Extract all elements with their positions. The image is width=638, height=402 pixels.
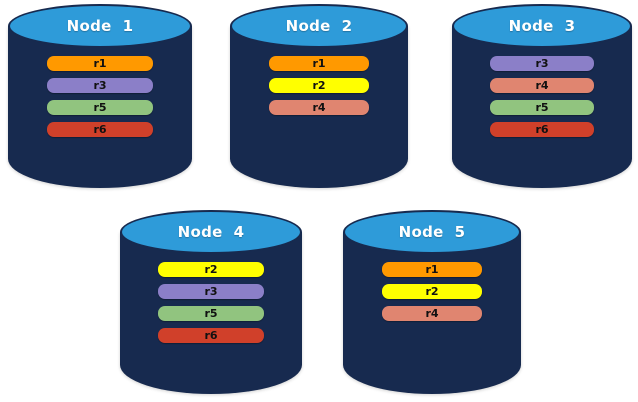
- database-node-4[interactable]: r2 r3 r5 r6 Node 4: [120, 210, 302, 394]
- node-title: Node 4: [177, 223, 245, 241]
- replica-list: r3 r4 r5 r6: [489, 56, 595, 137]
- cylinder-top-icon: Node 1: [8, 4, 192, 48]
- replica-label: r2: [312, 79, 326, 92]
- replica-list: r1 r3 r5 r6: [46, 56, 154, 137]
- replica-bar-r4[interactable]: r4: [269, 100, 369, 115]
- node-title: Node 1: [66, 17, 134, 35]
- replica-label: r1: [93, 57, 107, 70]
- replica-label: r6: [535, 123, 549, 136]
- cylinder-top-icon: Node 5: [343, 210, 521, 254]
- replica-bar-r2[interactable]: r2: [269, 78, 369, 93]
- replica-bar-r1[interactable]: r1: [382, 262, 482, 277]
- cylinder-top-icon: Node 3: [452, 4, 632, 48]
- replica-label: r2: [204, 263, 218, 276]
- database-node-2[interactable]: r1 r2 r4 Node 2: [230, 4, 408, 188]
- replica-label: r4: [425, 307, 439, 320]
- replica-list: r2 r3 r5 r6: [158, 262, 264, 343]
- replica-label: r4: [312, 101, 326, 114]
- cylinder-top-icon: Node 2: [230, 4, 408, 48]
- replica-label: r5: [535, 101, 549, 114]
- replica-bar-r3[interactable]: r3: [158, 284, 264, 299]
- replica-bar-r5[interactable]: r5: [489, 100, 595, 115]
- cylinder-top-icon: Node 4: [120, 210, 302, 254]
- replica-list: r1 r2 r4: [269, 56, 369, 115]
- replica-label: r1: [312, 57, 326, 70]
- replica-bar-r6[interactable]: r6: [158, 328, 264, 343]
- replica-label: r1: [425, 263, 439, 276]
- node-title: Node 2: [285, 17, 353, 35]
- replica-bar-r1[interactable]: r1: [269, 56, 369, 71]
- database-node-3[interactable]: r3 r4 r5 r6 Node 3: [452, 4, 632, 188]
- replica-bar-r2[interactable]: r2: [158, 262, 264, 277]
- replica-label: r3: [204, 285, 218, 298]
- replica-bar-r5[interactable]: r5: [158, 306, 264, 321]
- replica-bar-r6[interactable]: r6: [46, 122, 154, 137]
- replica-bar-r4[interactable]: r4: [489, 78, 595, 93]
- replica-label: r5: [93, 101, 107, 114]
- replica-label: r5: [204, 307, 218, 320]
- replica-list: r1 r2 r4: [382, 262, 482, 321]
- replica-label: r6: [204, 329, 218, 342]
- node-title: Node 5: [398, 223, 466, 241]
- database-node-1[interactable]: r1 r3 r5 r6 Node 1: [8, 4, 192, 188]
- replica-bar-r3[interactable]: r3: [46, 78, 154, 93]
- replica-bar-r3[interactable]: r3: [489, 56, 595, 71]
- replica-label: r3: [93, 79, 107, 92]
- replica-bar-r1[interactable]: r1: [46, 56, 154, 71]
- replica-bar-r4[interactable]: r4: [382, 306, 482, 321]
- replica-label: r4: [535, 79, 549, 92]
- replica-label: r6: [93, 123, 107, 136]
- database-node-5[interactable]: r1 r2 r4 Node 5: [343, 210, 521, 394]
- replica-label: r3: [535, 57, 549, 70]
- replica-label: r2: [425, 285, 439, 298]
- node-title: Node 3: [508, 17, 576, 35]
- replica-bar-r5[interactable]: r5: [46, 100, 154, 115]
- replica-bar-r2[interactable]: r2: [382, 284, 482, 299]
- replica-bar-r6[interactable]: r6: [489, 122, 595, 137]
